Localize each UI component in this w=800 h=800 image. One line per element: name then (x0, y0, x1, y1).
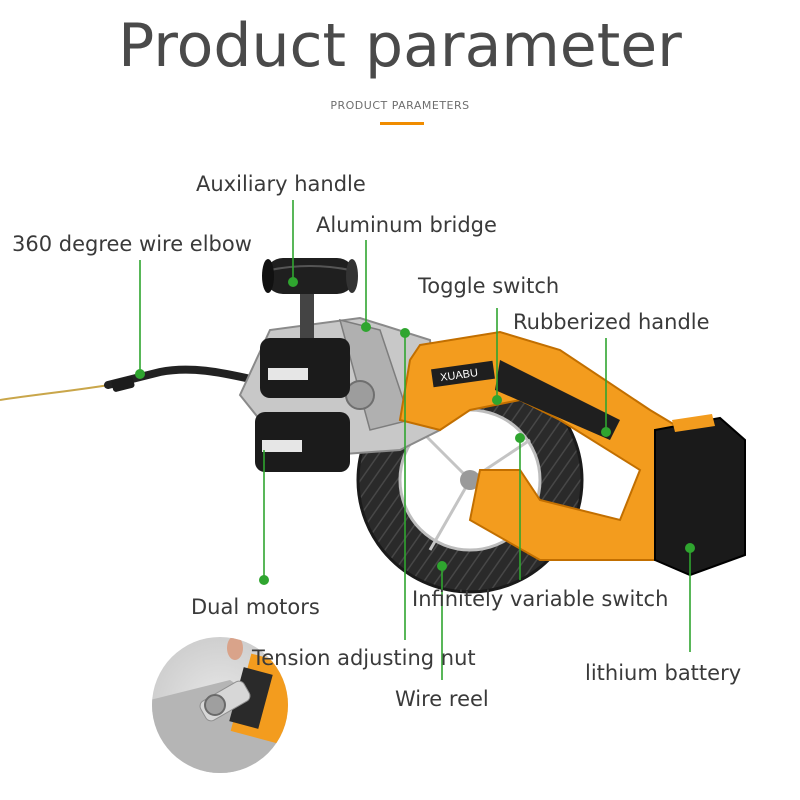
tension-nut-detail-inset (152, 637, 288, 773)
green-dot-icon (515, 433, 525, 443)
label-tension-nut: Tension adjusting nut (252, 646, 476, 670)
page-subtitle: PRODUCT PARAMETERS (330, 99, 470, 112)
green-dot-icon (685, 543, 695, 553)
wire-elbow-tube (104, 365, 259, 389)
leader-lines (139, 200, 691, 680)
subtitle-underline (380, 122, 424, 125)
green-dot-icon (437, 561, 447, 571)
label-rubberized-handle: Rubberized handle (513, 310, 710, 334)
label-wire-elbow: 360 degree wire elbow (12, 232, 252, 256)
green-dot-icon (492, 395, 502, 405)
green-dot-icon (400, 328, 410, 338)
label-toggle-switch: Toggle switch (418, 274, 560, 298)
battery-graphic (654, 414, 746, 577)
green-dot-icon (601, 427, 611, 437)
label-lithium-battery: lithium battery (585, 661, 742, 685)
label-aluminum-bridge: Aluminum bridge (316, 213, 497, 237)
dual-motors-graphic (255, 338, 350, 472)
label-wire-reel: Wire reel (395, 687, 489, 711)
label-auxiliary-handle: Auxiliary handle (196, 172, 366, 196)
brand-logo-text: XUABU (440, 367, 479, 384)
label-dual-motors: Dual motors (191, 595, 320, 619)
green-dot-icon (361, 322, 371, 332)
wire-strand (0, 383, 116, 401)
auxiliary-handle-graphic (262, 258, 358, 338)
elbow-nozzle (111, 376, 135, 392)
green-dot-icon (135, 369, 145, 379)
label-variable-switch: Infinitely variable switch (412, 587, 669, 611)
page-title: Product parameter (118, 11, 682, 81)
green-dot-icon (288, 277, 298, 287)
tool-body-graphic (398, 330, 712, 561)
green-dot-icon (259, 575, 269, 585)
callout-dots (135, 277, 695, 585)
